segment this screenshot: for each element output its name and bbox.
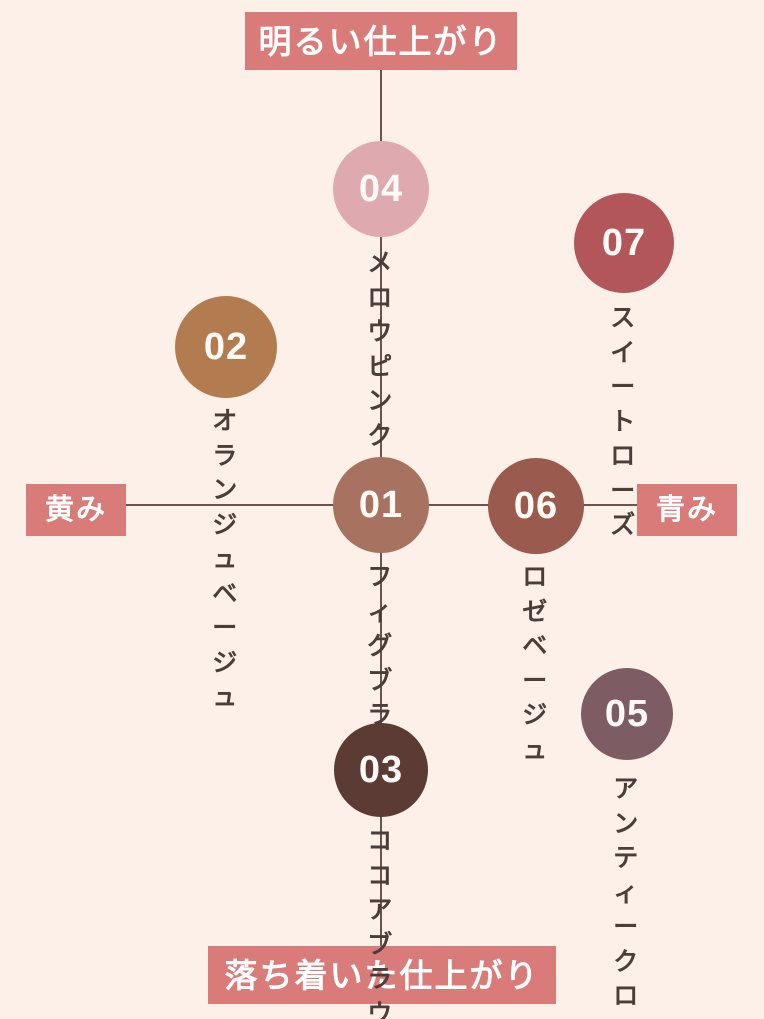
shade-circle-05[interactable]: 05 [581, 668, 673, 760]
pole-label-calm: 落ち着いた仕上がり [208, 946, 556, 1004]
pole-label-yellow-undertone: 黄み [26, 484, 126, 536]
shade-circle-04[interactable]: 04 [333, 141, 429, 237]
shade-label-07: スイート ローズ [610, 304, 638, 539]
pole-label-blue-undertone: 青み [637, 484, 737, 536]
horizontal-axis-line-left [122, 504, 384, 506]
shade-label-05: アンティーク ローズ [613, 775, 641, 1019]
shade-circle-01[interactable]: 01 [333, 457, 429, 553]
shade-circle-02[interactable]: 02 [175, 296, 277, 398]
shade-label-02: オランジュ ベージュ [212, 407, 240, 711]
shade-label-04: メロウピンク [367, 249, 395, 450]
shade-label-06: ロゼ ベージュ [522, 563, 550, 764]
shade-circle-03[interactable]: 03 [334, 723, 428, 817]
vertical-axis-line-upper [380, 64, 382, 506]
shade-circle-07[interactable]: 07 [574, 193, 674, 293]
pole-label-bright: 明るい仕上がり [245, 12, 517, 70]
shade-circle-06[interactable]: 06 [488, 458, 584, 554]
shade-label-03: ココア ブラウン [367, 827, 395, 1019]
